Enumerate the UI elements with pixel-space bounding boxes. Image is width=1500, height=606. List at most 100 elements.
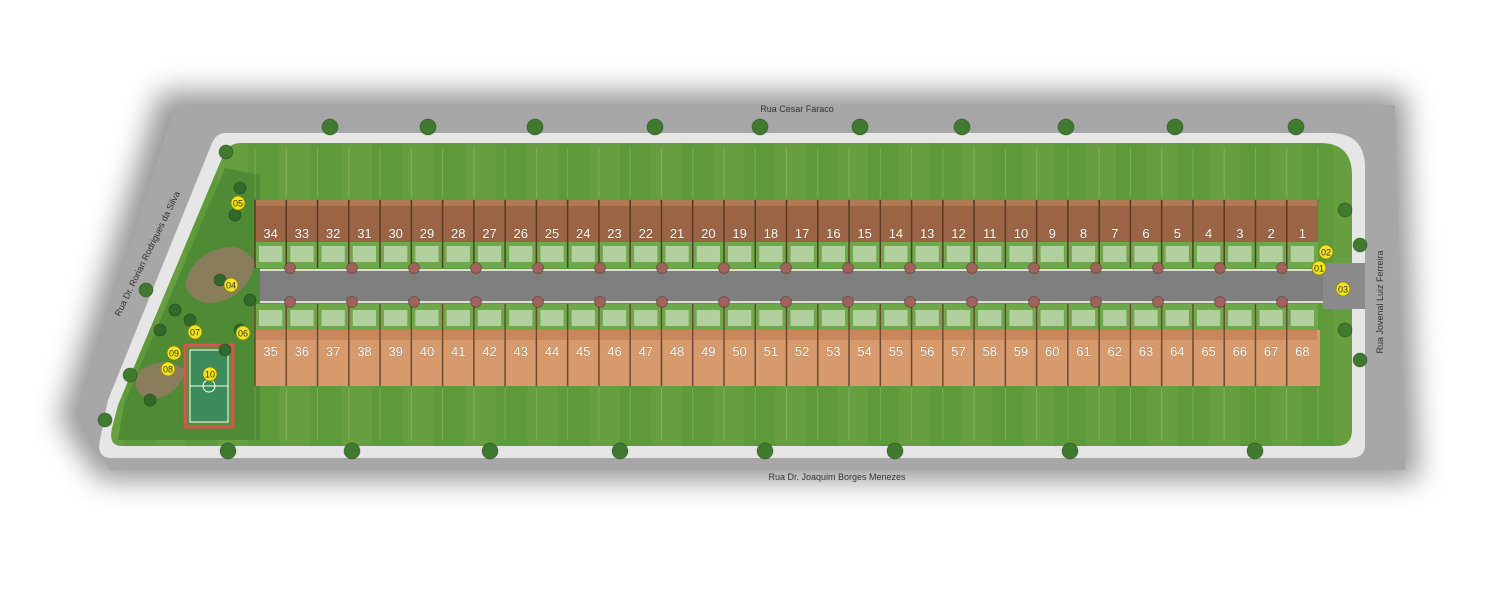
lot-number: 62 xyxy=(1108,344,1122,359)
lot-number: 56 xyxy=(920,344,934,359)
patio xyxy=(665,246,689,262)
roof-ridge xyxy=(256,330,286,340)
roof-ridge xyxy=(943,330,974,340)
roof-ridge xyxy=(1225,200,1255,206)
patio xyxy=(1071,310,1096,326)
roof-ridge xyxy=(787,200,817,206)
lot-number: 4 xyxy=(1205,226,1212,241)
roof-ridge xyxy=(1006,200,1036,206)
roof-ridge xyxy=(1131,200,1161,206)
lot-number: 52 xyxy=(795,344,809,359)
patio xyxy=(915,246,939,262)
patio xyxy=(415,310,439,326)
tree-icon xyxy=(1090,296,1102,308)
patio xyxy=(978,310,1002,326)
roof-ridge xyxy=(724,330,755,340)
patio xyxy=(1134,246,1158,262)
patio xyxy=(665,310,689,326)
patio xyxy=(853,310,877,326)
lot-number: 65 xyxy=(1201,344,1215,359)
tree-icon xyxy=(1166,118,1184,136)
tree-icon xyxy=(842,262,854,274)
tree-icon xyxy=(953,118,971,136)
tree-icon xyxy=(1276,296,1288,308)
tree-icon xyxy=(751,118,769,136)
tree-icon xyxy=(904,296,916,308)
roof-ridge xyxy=(850,200,880,206)
roof-ridge xyxy=(1100,200,1130,206)
roof-ridge xyxy=(443,200,473,206)
patio xyxy=(1196,310,1221,326)
tree-icon xyxy=(408,296,420,308)
lot-number: 10 xyxy=(1014,226,1028,241)
patio xyxy=(602,246,627,262)
lot-number: 38 xyxy=(357,344,371,359)
patio xyxy=(321,246,345,262)
lot-number: 58 xyxy=(982,344,996,359)
tree-icon xyxy=(168,303,182,317)
roof-ridge xyxy=(412,330,442,340)
lot-number: 18 xyxy=(764,226,778,241)
tree-icon xyxy=(1061,442,1079,460)
tree-icon xyxy=(1028,262,1040,274)
tree-icon xyxy=(851,118,869,136)
tree-icon xyxy=(321,118,339,136)
patio xyxy=(384,310,408,326)
patio xyxy=(1290,246,1314,262)
tree-icon xyxy=(284,296,296,308)
street-label-right: Rua Jovenal Luiz Ferreira xyxy=(1375,250,1385,353)
tree-icon xyxy=(656,296,668,308)
lot-number: 44 xyxy=(545,344,559,359)
roof-ridge xyxy=(506,330,536,340)
lot-number: 33 xyxy=(295,226,309,241)
roof-ridge xyxy=(943,200,974,206)
lot-number: 5 xyxy=(1174,226,1181,241)
tree-icon xyxy=(228,208,242,222)
marker-circle xyxy=(235,325,251,341)
tree-icon xyxy=(284,262,296,274)
roof-ridge xyxy=(724,200,755,206)
lot-number: 32 xyxy=(326,226,340,241)
marker-circle xyxy=(166,345,182,361)
tree-icon xyxy=(219,442,237,460)
roof-ridge xyxy=(912,200,942,206)
tree-icon xyxy=(656,262,668,274)
patio xyxy=(790,246,814,262)
marker-label: 07 xyxy=(190,328,200,338)
marker-label: 01 xyxy=(1314,264,1324,274)
street-label-bottom: Rua Dr. Joaquim Borges Menezes xyxy=(768,472,906,482)
roof-ridge xyxy=(818,330,849,340)
lot-number: 51 xyxy=(764,344,778,359)
lot-number: 34 xyxy=(263,226,277,241)
tree-icon xyxy=(408,262,420,274)
roof-ridge xyxy=(1037,330,1067,340)
roof-ridge xyxy=(318,330,348,340)
roof-ridge xyxy=(318,200,348,206)
lot-number: 6 xyxy=(1142,226,1149,241)
tree-icon xyxy=(153,323,167,337)
lot-number: 14 xyxy=(889,226,903,241)
lot-number: 50 xyxy=(732,344,746,359)
lot-number: 7 xyxy=(1111,226,1118,241)
leisure-area xyxy=(118,168,260,440)
tree-icon xyxy=(1152,262,1164,274)
tree-icon xyxy=(122,367,138,383)
patio xyxy=(727,246,752,262)
lot-number: 59 xyxy=(1014,344,1028,359)
tree-icon xyxy=(1287,118,1305,136)
marker-label: 03 xyxy=(1338,285,1348,295)
lot-number: 23 xyxy=(607,226,621,241)
roof-ridge xyxy=(1100,330,1130,340)
marker-circle xyxy=(187,324,203,340)
roof-ridge xyxy=(1162,330,1192,340)
roof-ridge xyxy=(381,200,411,206)
roof-ridge xyxy=(662,200,692,206)
tree-icon xyxy=(1352,237,1368,253)
tree-icon xyxy=(886,442,904,460)
roof-ridge xyxy=(693,330,723,340)
marker-label: 06 xyxy=(238,329,248,339)
roof-ridge xyxy=(1287,330,1317,340)
roof-ridge xyxy=(1068,200,1099,206)
